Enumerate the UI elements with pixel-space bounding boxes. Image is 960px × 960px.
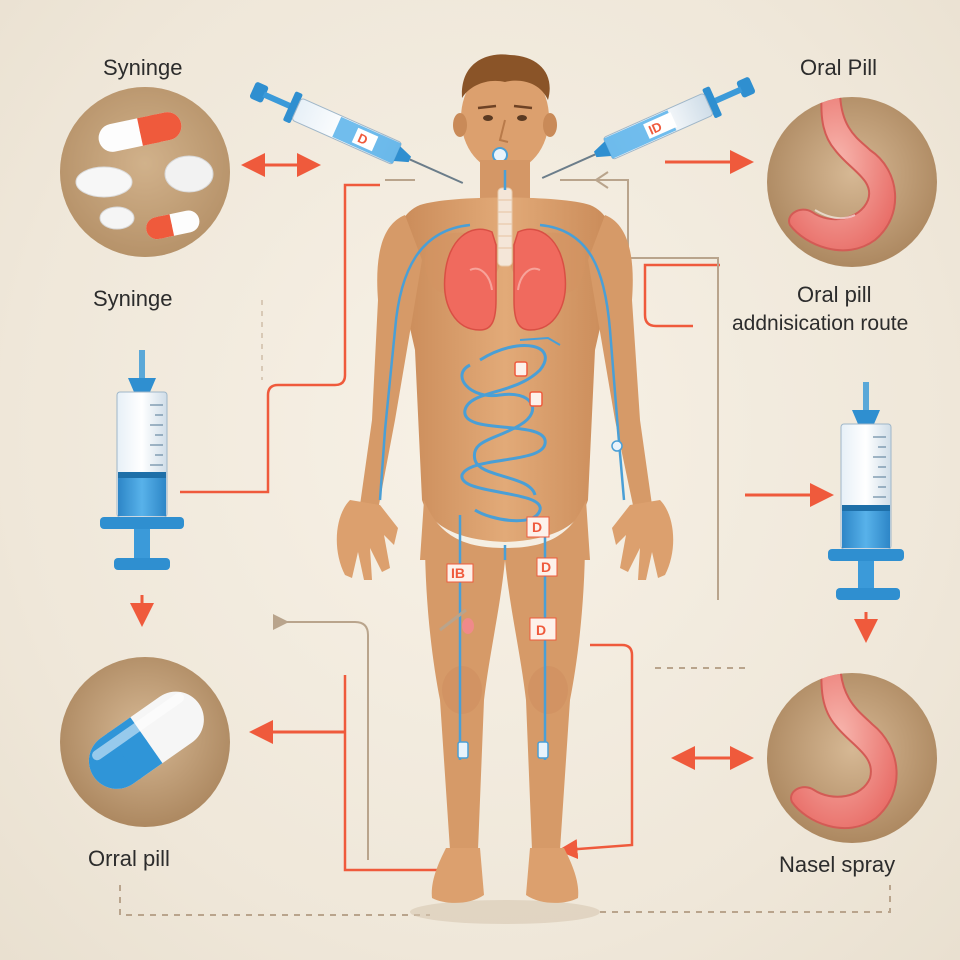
stomach-icon bbox=[788, 97, 897, 252]
stomach-circle-top bbox=[767, 97, 937, 267]
body-tags: D IB D D bbox=[446, 516, 558, 641]
route-line-dashed-bottom-right bbox=[600, 885, 891, 913]
route-line-tan-left bbox=[273, 614, 369, 860]
route-line-lower-left bbox=[343, 675, 445, 872]
route-line-dashed-bottom bbox=[119, 885, 430, 916]
label-oral-pill-top-right: Oral Pill bbox=[800, 55, 878, 80]
label-oral-pill-mid-right: Oral pill bbox=[797, 282, 872, 307]
label-syringe-top-left: Syninge bbox=[103, 55, 183, 80]
syringe-icon bbox=[100, 350, 184, 570]
capsule-circle bbox=[60, 657, 230, 827]
syringe-tag: ID bbox=[646, 119, 664, 138]
route-line-knee-right bbox=[557, 643, 634, 860]
label-administration-route: addnisication route bbox=[732, 312, 909, 335]
syringe-icon: D bbox=[249, 82, 464, 184]
stomach-circle-bottom bbox=[767, 673, 937, 843]
syringe-icon: ID bbox=[541, 77, 756, 179]
stomach-icon bbox=[790, 673, 898, 829]
pin-icon bbox=[439, 608, 474, 634]
capsule-icon bbox=[88, 691, 204, 789]
left-thigh-tag: IB bbox=[451, 565, 465, 581]
pills-icon bbox=[60, 87, 230, 257]
right-thigh-tag: D bbox=[541, 559, 551, 575]
label-nasal-spray: Nasel spray bbox=[779, 852, 896, 877]
route-line-right bbox=[643, 263, 720, 328]
lungs-icon bbox=[443, 187, 567, 331]
hip-tag: D bbox=[532, 519, 542, 535]
vessel-markers bbox=[457, 361, 623, 759]
label-syringe-mid-left: Syninge bbox=[93, 286, 173, 311]
right-knee-tag: D bbox=[536, 622, 546, 638]
label-oral-pill-bottom-left: Orral pill bbox=[88, 846, 170, 871]
arrow-icon bbox=[595, 171, 609, 189]
route-line-left bbox=[180, 183, 380, 494]
pills-circle bbox=[60, 87, 230, 257]
intestine-coil-icon bbox=[460, 336, 561, 523]
syringe-icon bbox=[828, 382, 904, 600]
